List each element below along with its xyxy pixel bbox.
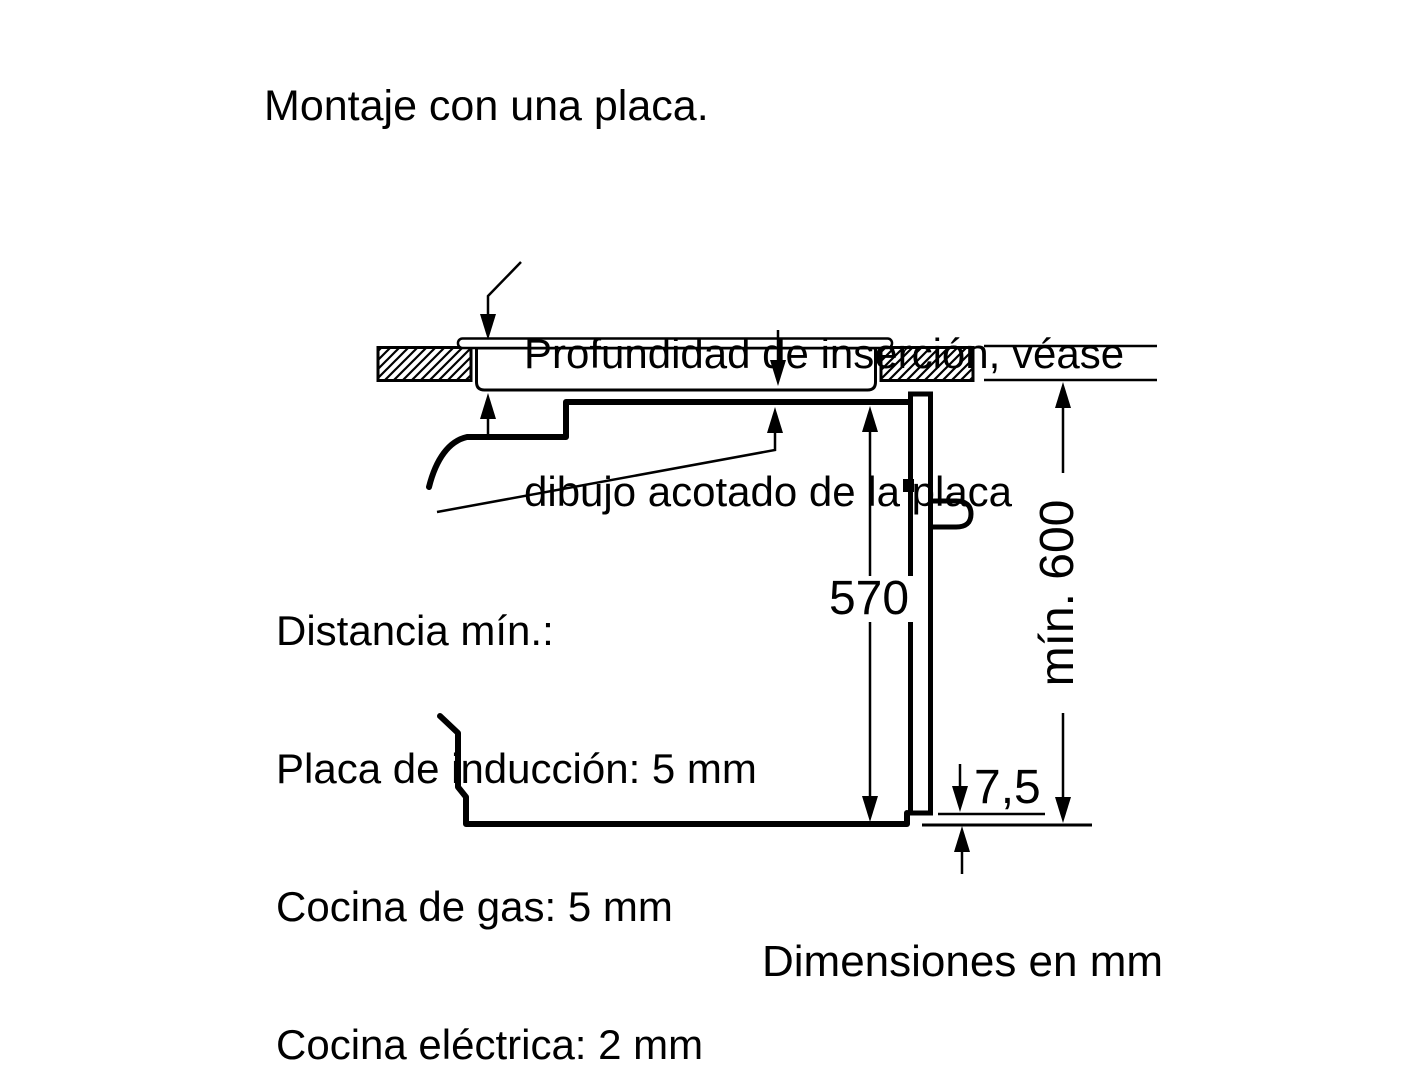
dimension-value-7-5: 7,5 xyxy=(974,761,1041,814)
arrow-down-icon xyxy=(952,786,968,812)
countertop-right-section xyxy=(879,346,975,382)
min-distance-leader xyxy=(436,393,783,514)
dimension-value-min-600: mín. 600 xyxy=(1031,473,1084,713)
oven-top-outline xyxy=(426,399,911,490)
oven-control-knob xyxy=(933,498,974,530)
insertion-depth-label: Profundidad de inserción, véase dibujo a… xyxy=(524,239,1124,607)
insertion-depth-line2: dibujo acotado de la placa xyxy=(524,468,1013,515)
dimension-value-570: 570 xyxy=(816,575,922,623)
insertion-depth-line1: Profundidad de inserción, véase xyxy=(524,330,1125,377)
hob-top-flange xyxy=(456,337,894,350)
countertop-continuation-lines xyxy=(984,344,1157,382)
arrow-down-icon xyxy=(480,314,496,340)
diagram-title: Montaje con una placa. xyxy=(264,82,709,130)
min-distance-heading: Distancia mín.: xyxy=(276,607,554,654)
arrow-up-icon xyxy=(862,406,878,432)
arrow-up-icon xyxy=(1055,382,1071,408)
frame-seam-notch xyxy=(903,479,914,492)
countertop-left-section xyxy=(376,346,473,382)
arrow-up-icon xyxy=(954,826,970,852)
hob-body xyxy=(475,346,877,392)
insertion-depth-leader-right xyxy=(770,330,786,386)
arrow-up-icon xyxy=(767,407,783,433)
oven-bottom-outline xyxy=(437,713,910,827)
min-distance-label: Distancia mín.: Placa de inducción: 5 mm… xyxy=(276,516,757,1065)
min-distance-electric: Cocina eléctrica: 2 mm xyxy=(276,1021,704,1065)
insertion-depth-leader-left xyxy=(480,261,522,340)
arrow-down-icon xyxy=(1055,797,1071,823)
min-distance-induction: Placa de inducción: 5 mm xyxy=(276,745,757,792)
dimension-7-5 xyxy=(922,764,1092,874)
arrow-down-icon xyxy=(770,360,786,386)
min-distance-gas: Cocina de gas: 5 mm xyxy=(276,883,673,930)
arrow-up-icon xyxy=(480,393,496,419)
arrow-down-icon xyxy=(862,796,878,822)
units-note: Dimensiones en mm xyxy=(762,937,1164,986)
